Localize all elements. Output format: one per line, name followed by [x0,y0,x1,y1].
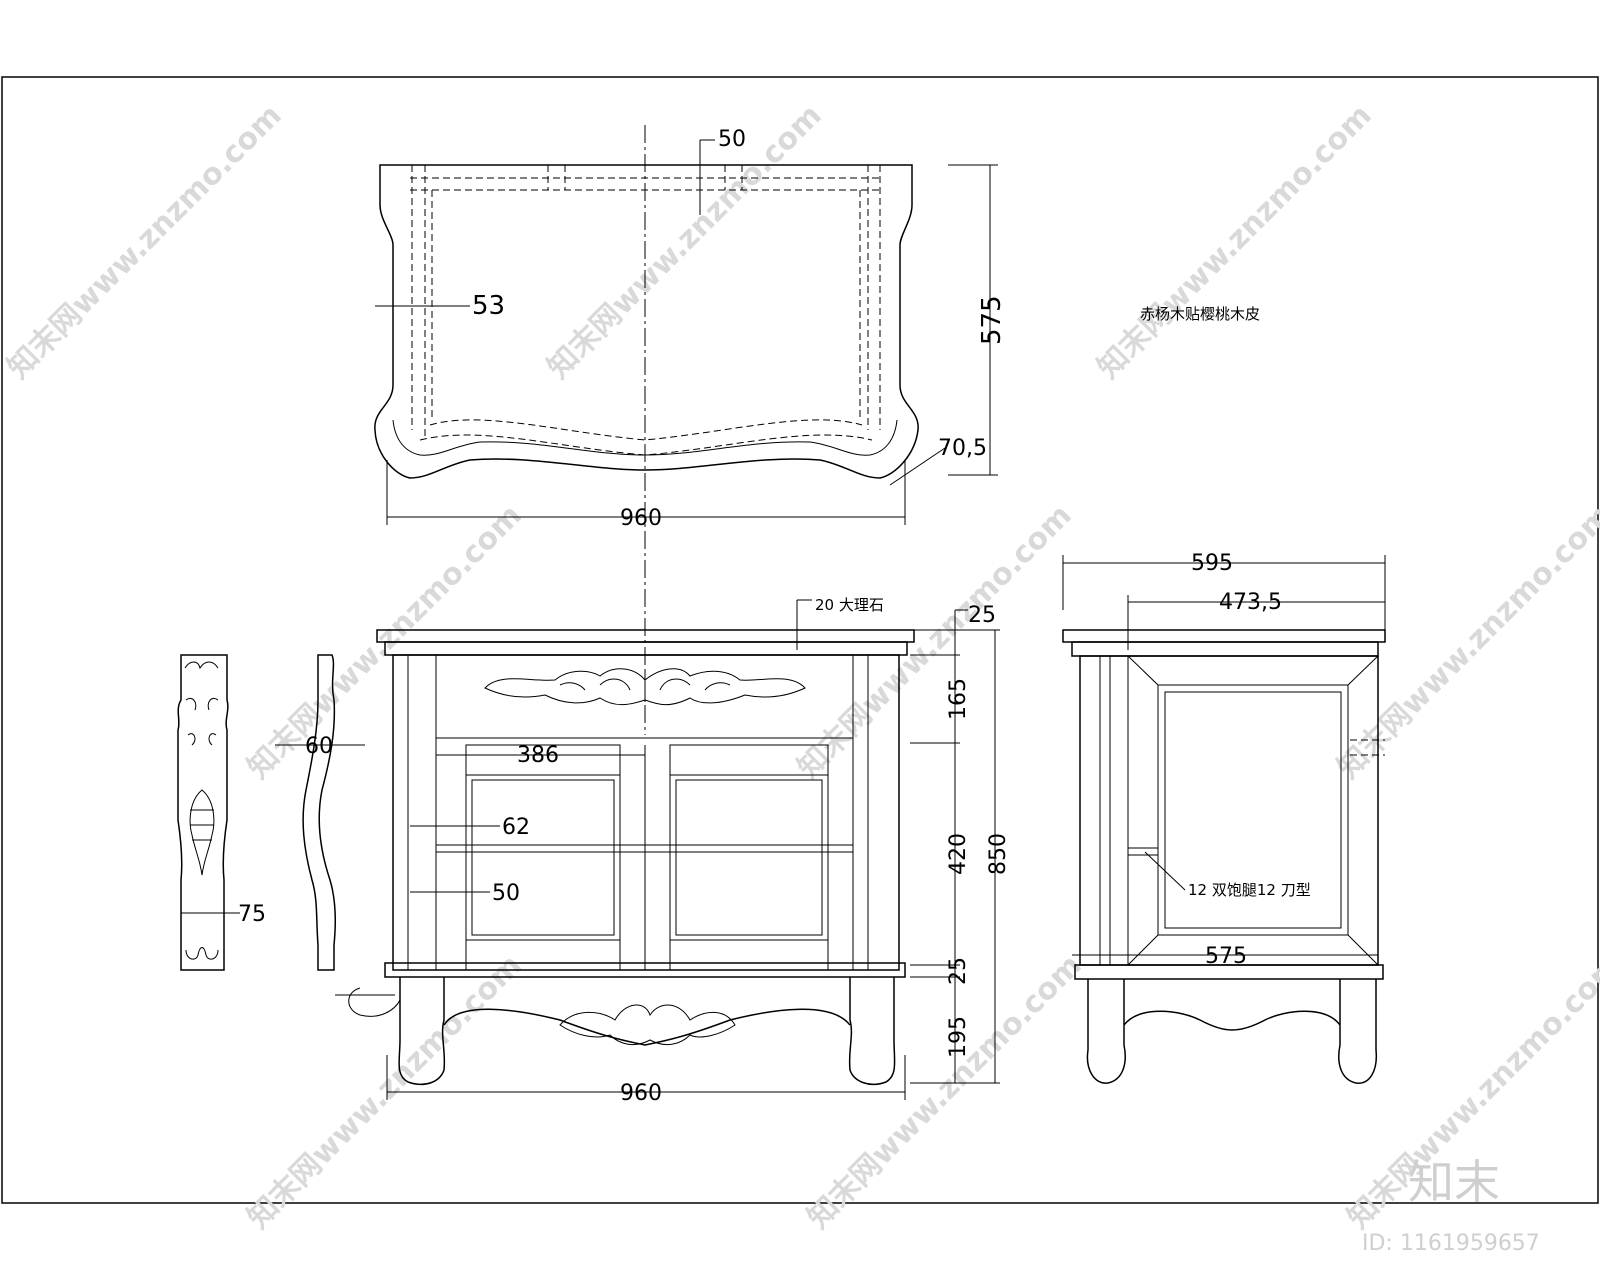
dim-total-depth-label: 595 [1191,551,1233,576]
dim-mid-rail-label: 50 [492,881,520,906]
dim-base-rail-label: 25 [946,957,971,985]
material-note: 赤杨木贴樱桃木皮 [1140,305,1260,323]
dim-door-height-label: 420 [946,833,971,875]
image-id-label: ID: 1161959657 [1362,1231,1540,1256]
side-apron [1123,1010,1341,1031]
side-body [1079,655,1379,966]
side-panel-bevels [1127,655,1379,966]
watermark-text: 知末网www.znzmo.com [1,98,289,386]
right-leg [848,977,896,1086]
side-right-leg [1338,979,1378,1084]
side-view: 595 473,5 575 12 双饱腿12 刀型 [1062,551,1386,1084]
top-view-dashed-rail [410,165,881,456]
side-panel-inner [1157,684,1349,936]
leg-side-outline [302,654,336,971]
dim-inner-depth-label: 575 [1205,944,1247,969]
leg-front-outline [177,654,229,971]
door-mid-rail [436,844,853,853]
dim-drawer-height-label: 165 [946,678,971,720]
left-door-panel [465,774,621,941]
drawing-frame [1,76,1599,1204]
edge-profile-note: 12 双饱腿12 刀型 [1188,881,1311,899]
dim-leg-front-label: 75 [238,902,266,927]
dim-line [1144,851,1186,891]
cabinet-body [392,654,900,971]
dim-width-label: 960 [620,1081,662,1106]
cabinet-stiles [407,655,869,970]
side-shelf-mark [1128,847,1159,856]
dim-line [889,447,946,486]
side-base-molding [1074,964,1384,980]
dim-front-rail-label: 50 [718,127,746,152]
top-view-outline [374,164,919,479]
dim-door-stile-label: 62 [502,815,530,840]
top-view-rail-ticks [410,165,880,190]
base-molding [384,962,906,978]
side-top-molding [1071,641,1379,657]
dim-door-width-label: 386 [517,743,559,768]
brand-watermark: 知末 [1408,1155,1500,1209]
drain-pipe [335,987,401,1017]
right-door-panel [669,774,829,941]
dim-depth-label: 575 [977,295,1007,345]
door-frame-verticals [465,745,829,970]
marble-note: 20 大理石 [815,596,884,614]
left-leg [398,977,446,1086]
apron-curve [443,1008,851,1046]
watermark-text: 知末网www.znzmo.com [541,98,829,386]
watermark-layer: 知末网www.znzmo.com 知末网www.znzmo.com 知末网www… [1,98,1600,1236]
cabinet-top-molding [384,641,908,656]
side-stiles [1099,656,1129,965]
front-view: 20 大理石 25 165 420 25 195 850 386 62 50 9… [335,596,1011,1106]
dim-width-label: 960 [620,506,662,531]
dim-panel-depth-label: 473,5 [1219,590,1282,615]
side-dash-marks [1350,739,1385,756]
side-panel-inset [1164,691,1342,929]
leg-detail-front: 75 [177,654,266,971]
dim-corner-label: 70,5 [938,436,987,461]
left-door-frame [465,744,621,941]
dim-leg-side-label: 60 [305,734,333,759]
dim-side-rail-label: 53 [472,291,505,321]
leg-front-carving [184,661,219,960]
dim-top-overhang-label: 25 [968,603,996,628]
dim-total-height-label: 850 [986,833,1011,875]
side-marble-top [1062,629,1386,643]
apron-carving [559,1004,736,1046]
watermark-text: 知末网www.znzmo.com [1091,98,1379,386]
side-left-leg [1086,979,1126,1084]
right-door-inner [675,779,823,936]
drawer-carving-detail [559,672,731,702]
top-view: 50 53 575 70,5 960 [374,127,1007,531]
leg-detail-side: 60 [275,654,365,971]
left-door-inner [471,779,615,936]
drawer-carving [484,668,806,706]
dim-leg-height-label: 195 [946,1016,971,1058]
